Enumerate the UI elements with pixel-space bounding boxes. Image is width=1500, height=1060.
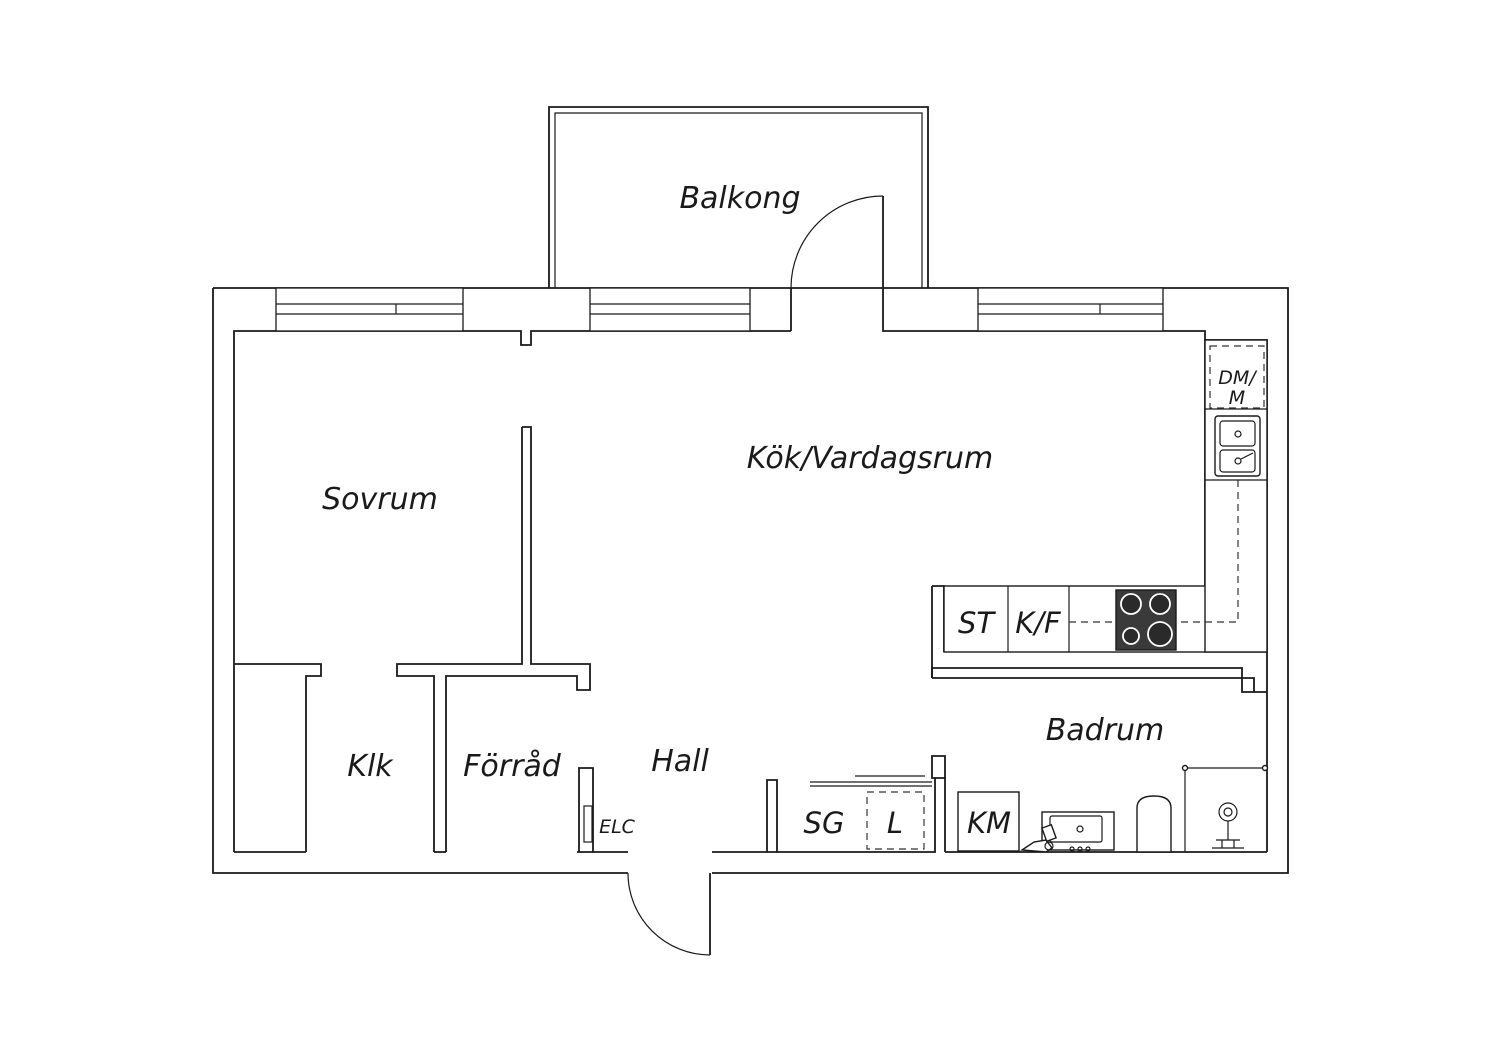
- bathroom-fixtures: [957, 764, 1269, 853]
- shower-icon: [1181, 764, 1269, 852]
- label-sovrum: Sovrum: [322, 482, 438, 517]
- label-km: KM: [967, 806, 1011, 840]
- balcony-door[interactable]: [790, 195, 884, 289]
- toilet-icon: [1136, 795, 1172, 853]
- windows: [275, 287, 1164, 332]
- label-sg: SG: [804, 806, 845, 840]
- room-labels: Balkong Kök/Vardagsrum Sovrum Klk Förråd…: [322, 181, 1258, 840]
- kitchen-counter: [943, 339, 1268, 653]
- sink-icon: [1214, 415, 1261, 477]
- label-balkong: Balkong: [679, 181, 800, 216]
- label-st: ST: [958, 606, 996, 640]
- label-elc: ELC: [599, 816, 636, 838]
- label-l: L: [887, 806, 903, 840]
- label-kok-vardagsrum: Kök/Vardagsrum: [747, 441, 993, 476]
- label-forrad: Förråd: [463, 749, 562, 784]
- stove-icon: [1115, 589, 1177, 651]
- label-badrum: Badrum: [1046, 713, 1165, 748]
- mixer-tap-icon: [1019, 823, 1057, 853]
- laundry-area: [810, 775, 932, 850]
- entrance-door[interactable]: [627, 872, 711, 956]
- interior-walls: [234, 426, 1267, 853]
- label-klk: Klk: [347, 749, 394, 784]
- outer-walls: [212, 287, 1289, 874]
- label-dm-line1: DM/: [1218, 367, 1258, 389]
- label-kf: K/F: [1015, 606, 1062, 640]
- label-hall: Hall: [651, 744, 709, 779]
- label-dm-line2: M: [1229, 387, 1245, 409]
- balcony: [548, 106, 929, 288]
